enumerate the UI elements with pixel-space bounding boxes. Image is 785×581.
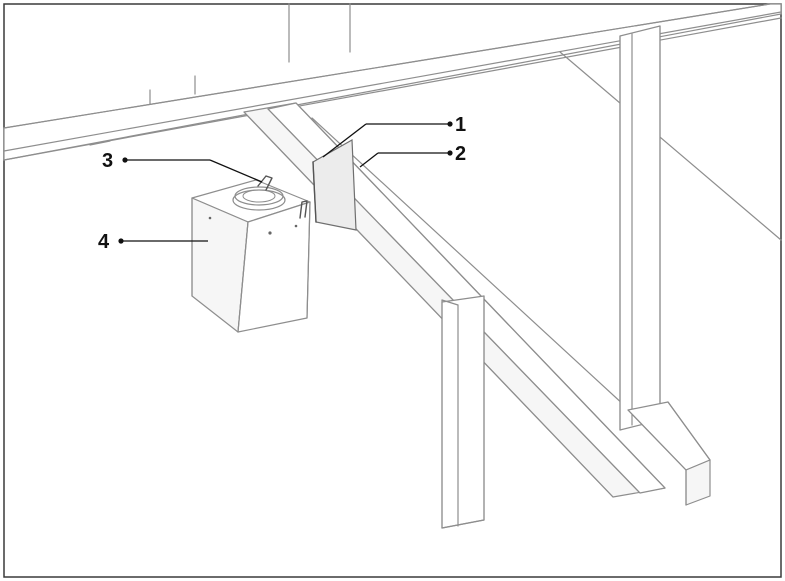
- floor-block: [627, 401, 711, 506]
- diagram-border: [3, 3, 782, 578]
- callout-2: 2: [359, 143, 466, 168]
- callout-4: 4: [98, 231, 208, 253]
- callout-1: 1: [322, 114, 466, 158]
- back-wall: [149, 3, 351, 109]
- extractor-unit: [191, 175, 311, 333]
- vertical-post-right: [619, 25, 661, 431]
- mounting-plate: [312, 138, 357, 231]
- wall-ceiling-corner-line: [559, 51, 782, 241]
- callout-3: 3: [102, 150, 263, 183]
- callout-number-3: 3: [102, 150, 113, 172]
- vertical-post-left: [441, 295, 485, 529]
- callout-number-4: 4: [98, 231, 110, 253]
- callout-number-1: 1: [455, 114, 466, 136]
- callout-number-2: 2: [455, 143, 466, 165]
